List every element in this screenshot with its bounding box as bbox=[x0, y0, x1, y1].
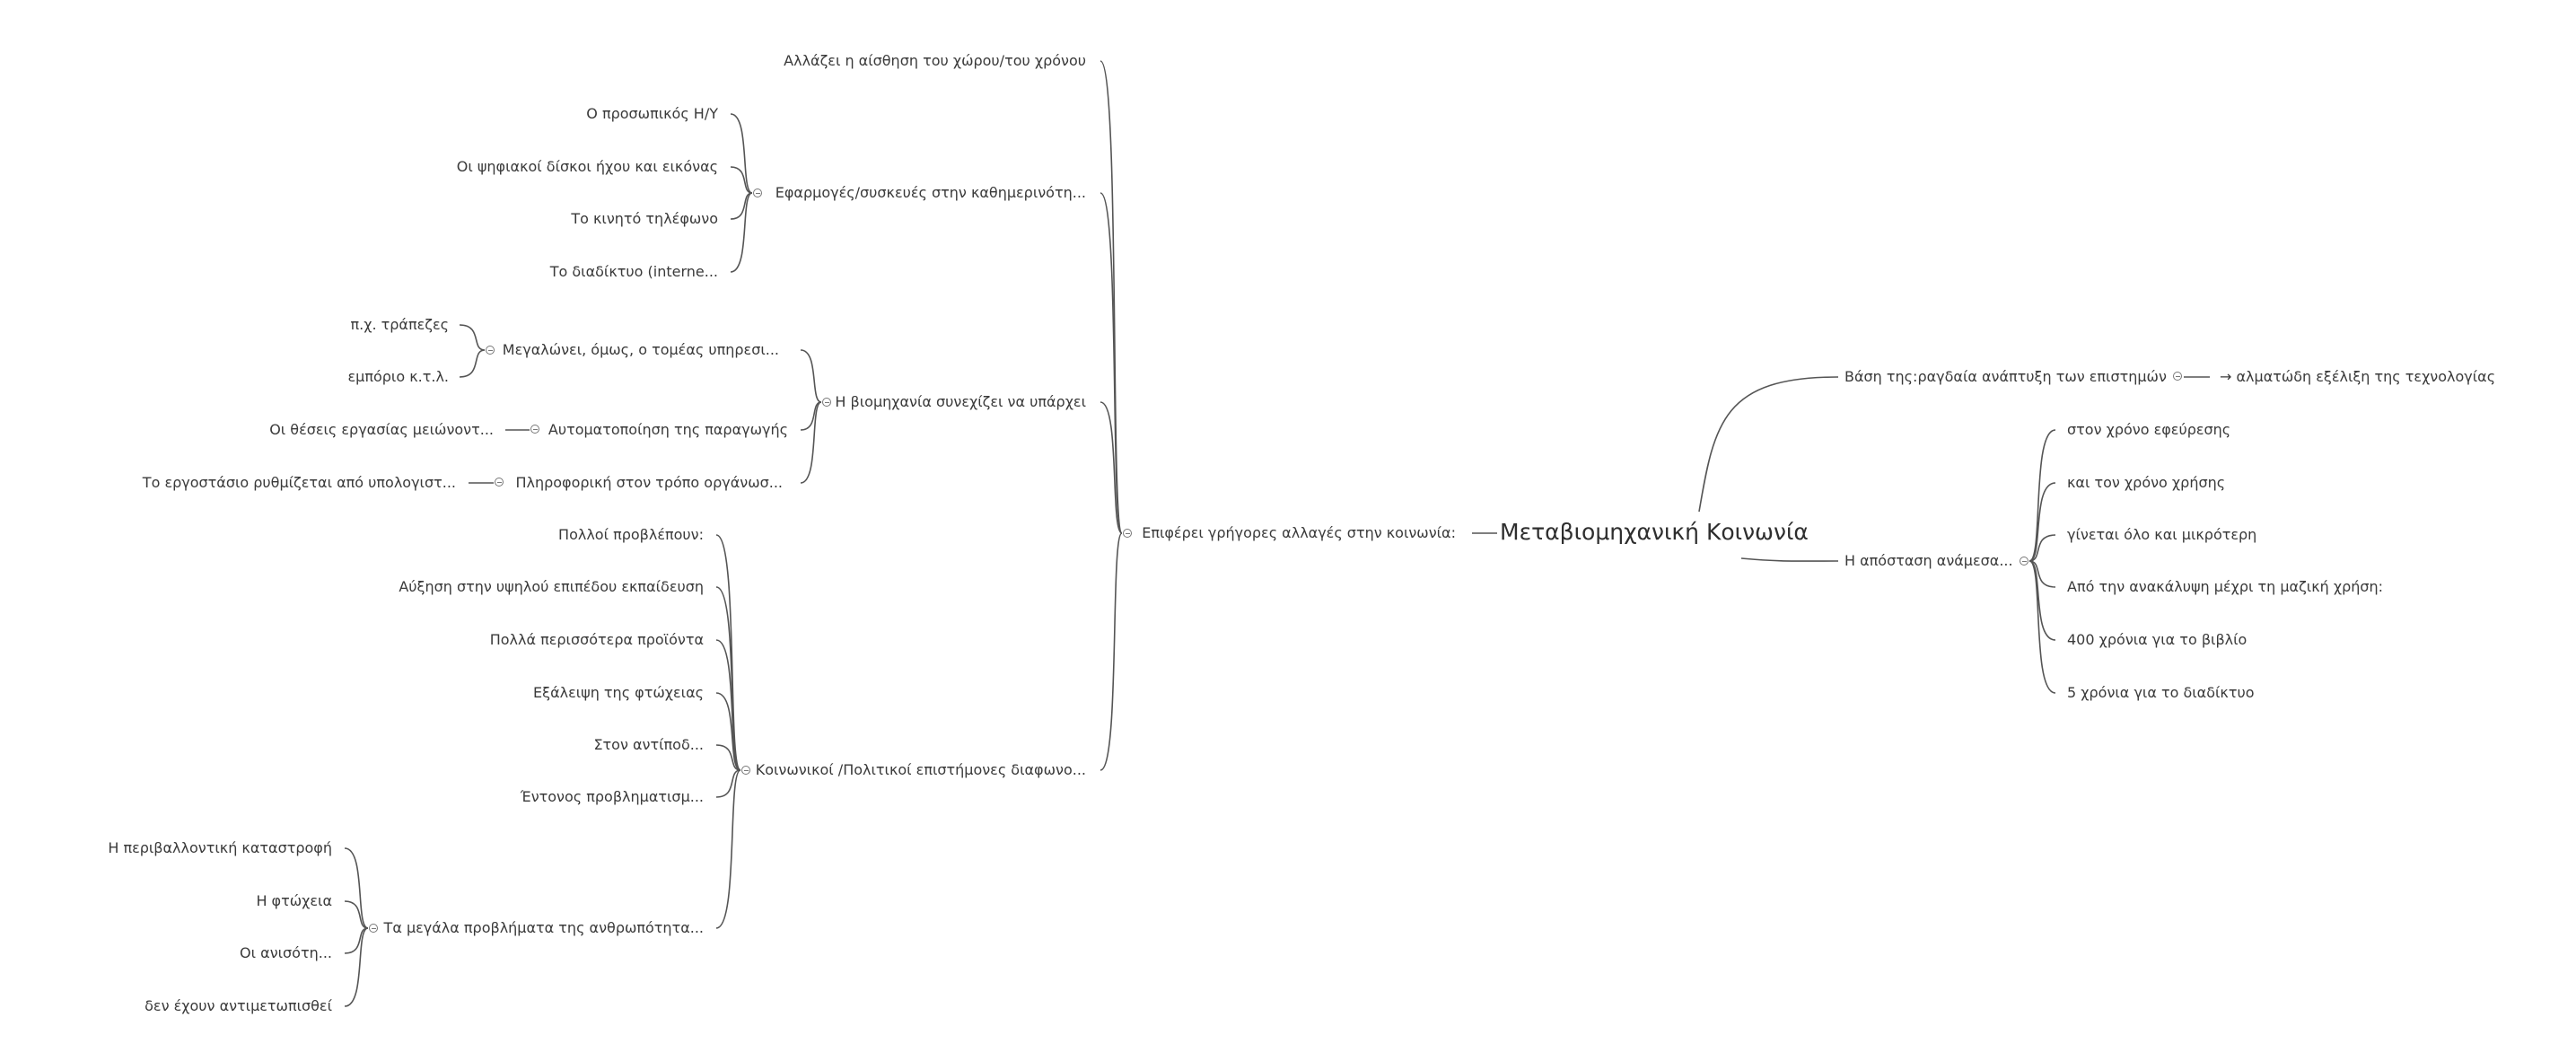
collapse-toggle-icon[interactable] bbox=[2020, 557, 2028, 566]
leaf-application[interactable]: Το διαδίκτυο (interne... bbox=[549, 263, 718, 280]
leaf-scientists[interactable]: Πολλοί προβλέπουν: bbox=[558, 526, 704, 543]
leaf-problem[interactable]: Οι ανισότη... bbox=[240, 944, 332, 961]
topic-industry[interactable]: Η βιομηχανία συνεχίζει να υπάρχει bbox=[835, 393, 1086, 410]
topic-basis[interactable]: Βάση της:ραγδαία ανάπτυξη των επιστημών bbox=[1844, 368, 2167, 385]
topic-services[interactable]: Μεγαλώνει, όμως, ο τομέας υπηρεσι... bbox=[502, 341, 779, 358]
leaf-scientists[interactable]: Εξάλειψη της φτώχειας bbox=[533, 684, 704, 701]
collapse-toggle-icon[interactable] bbox=[1123, 529, 1132, 538]
topic-changes-hub[interactable]: Επιφέρει γρήγορες αλλαγές στην κοινωνία: bbox=[1142, 524, 1456, 541]
leaf-distance[interactable]: 400 χρόνια για το βιβλίο bbox=[2067, 631, 2247, 648]
leaf-automation[interactable]: Οι θέσεις εργασίας μειώνοντ... bbox=[269, 421, 494, 438]
leaf-scientists[interactable]: Αύξηση στην υψηλού επιπέδου εκπαίδευση bbox=[399, 578, 704, 595]
topic-problems[interactable]: Τα μεγάλα προβλήματα της ανθρωπότητα... bbox=[383, 919, 704, 936]
collapse-toggle-icon[interactable] bbox=[530, 425, 539, 434]
topic-perception[interactable]: Αλλάζει η αίσθηση του χώρου/του χρόνου bbox=[784, 52, 1086, 69]
leaf-distance[interactable]: και τον χρόνο χρήσης bbox=[2067, 474, 2226, 491]
topic-distance[interactable]: Η απόσταση ανάμεσα... bbox=[1844, 552, 2013, 569]
collapse-toggle-icon[interactable] bbox=[822, 398, 831, 407]
leaf-distance[interactable]: στον χρόνο εφεύρεσης bbox=[2067, 421, 2231, 438]
leaf-distance[interactable]: Από την ανακάλυψη μέχρι τη μαζική χρήση: bbox=[2067, 578, 2384, 595]
leaf-problem[interactable]: Η περιβαλλοντική καταστροφή bbox=[108, 839, 332, 856]
leaf-distance[interactable]: 5 χρόνια για το διαδίκτυο bbox=[2067, 684, 2255, 701]
leaf-application[interactable]: Ο προσωπικός Η/Υ bbox=[586, 105, 718, 122]
leaf-scientists[interactable]: Πολλά περισσότερα προϊόντα bbox=[489, 631, 704, 648]
collapse-toggle-icon[interactable] bbox=[369, 924, 378, 933]
leaf-scientists[interactable]: Στον αντίποδ... bbox=[593, 736, 704, 753]
collapse-toggle-icon[interactable] bbox=[495, 478, 504, 487]
leaf-scientists[interactable]: Έντονος προβληματισμ... bbox=[520, 788, 704, 805]
collapse-toggle-icon[interactable] bbox=[486, 346, 495, 355]
leaf-service[interactable]: π.χ. τράπεζες bbox=[350, 316, 450, 333]
leaf-application[interactable]: Το κινητό τηλέφωνο bbox=[571, 210, 718, 227]
topic-informatics[interactable]: Πληροφορική στον τρόπο οργάνωσ... bbox=[515, 474, 783, 491]
leaf-basis[interactable]: → αλματώδη εξέλιξη της τεχνολογίας bbox=[2220, 368, 2496, 385]
topic-applications[interactable]: Εφαρμογές/συσκευές στην καθημερινότη... bbox=[775, 184, 1086, 201]
collapse-toggle-icon[interactable] bbox=[741, 766, 750, 775]
leaf-distance[interactable]: γίνεται όλο και μικρότερη bbox=[2067, 526, 2257, 543]
leaf-application[interactable]: Οι ψηφιακοί δίσκοι ήχου και εικόνας bbox=[456, 158, 718, 175]
collapse-toggle-icon[interactable] bbox=[753, 189, 762, 197]
leaf-service[interactable]: εμπόριο κ.τ.λ. bbox=[347, 368, 449, 385]
topic-automation[interactable]: Αυτοματοποίηση της παραγωγής bbox=[548, 421, 788, 438]
leaf-informatics[interactable]: Το εργοστάσιο ρυθμίζεται από υπολογιστ..… bbox=[142, 474, 456, 491]
root-topic[interactable]: Μεταβιομηχανική Κοινωνία bbox=[1500, 519, 1809, 545]
leaf-problem[interactable]: Η φτώχεια bbox=[256, 892, 332, 909]
topic-scientists[interactable]: Κοινωνικοί /Πολιτικοί επιστήμονες διαφων… bbox=[755, 761, 1086, 778]
leaf-problem[interactable]: δεν έχουν αντιμετωπισθεί bbox=[145, 997, 332, 1014]
collapse-toggle-icon[interactable] bbox=[2173, 372, 2182, 381]
